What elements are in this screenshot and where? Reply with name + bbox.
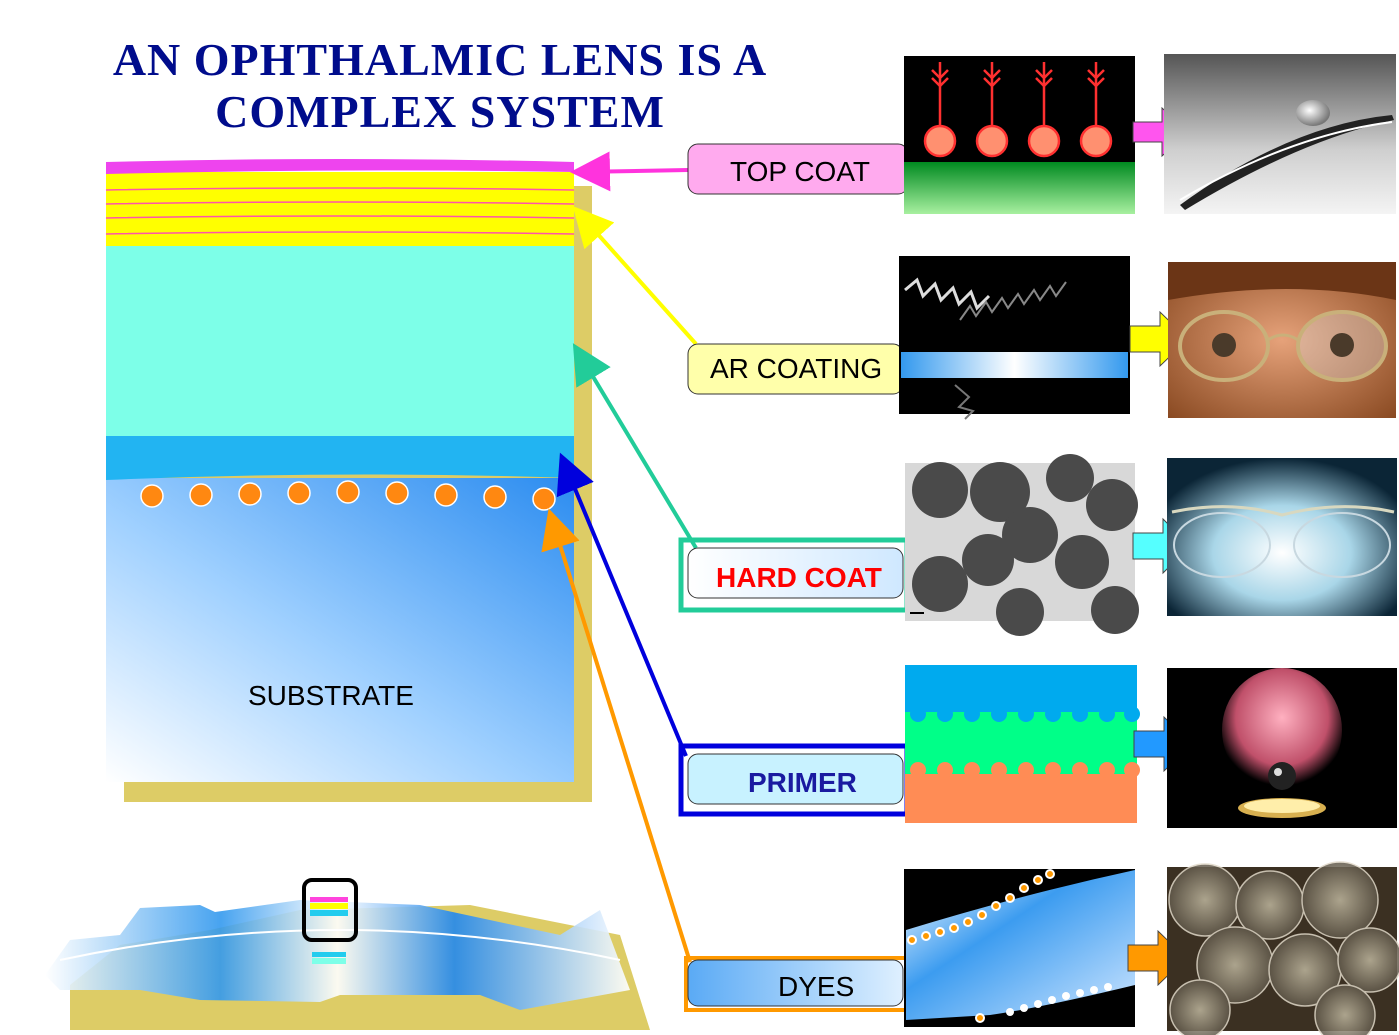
ar-coating-label: AR COATING xyxy=(710,353,883,384)
title-line-2: COMPLEX SYSTEM xyxy=(215,86,665,137)
ar-coating-panel xyxy=(899,256,1130,420)
primer-label-box xyxy=(687,753,904,805)
dye-particles xyxy=(140,480,556,511)
hard-coat-label: HARD COAT xyxy=(716,562,882,593)
hard-coat-label-box xyxy=(687,547,904,599)
dyes-photo xyxy=(1167,861,1399,1035)
connector-arrows xyxy=(541,151,698,963)
layer-stack xyxy=(105,159,592,802)
primer-label: PRIMER xyxy=(748,767,857,798)
label-boxes xyxy=(678,143,910,1012)
ar-coating-photo xyxy=(1168,262,1396,418)
ar-coating-layer xyxy=(106,172,574,246)
substrate-layer xyxy=(106,478,574,782)
ar-sublayer-lines xyxy=(105,187,575,235)
primer-panel xyxy=(905,665,1140,823)
hard-coat-layer xyxy=(106,246,574,436)
top-coat-layer xyxy=(106,159,574,174)
hard-coat-panel xyxy=(905,454,1139,636)
top-coat-photo xyxy=(1164,54,1396,214)
page-title: AN OPHTHALMIC LENS IS A COMPLEX SYSTEM xyxy=(40,34,840,138)
dyes-panel xyxy=(904,869,1135,1027)
substrate-label: SUBSTRATE xyxy=(248,680,414,711)
primer-layer xyxy=(106,430,574,480)
primer-photo xyxy=(1167,668,1397,828)
hard-coat-photo xyxy=(1167,458,1397,616)
top-coat-label: TOP COAT xyxy=(730,156,871,187)
dyes-label: DYES xyxy=(778,971,855,1002)
top-coat-panel xyxy=(904,56,1135,214)
title-line-1: AN OPHTHALMIC LENS IS A xyxy=(112,34,768,85)
dyes-label-box xyxy=(687,959,904,1007)
magnifier-box xyxy=(302,878,358,942)
lens-illustration xyxy=(45,878,650,1030)
